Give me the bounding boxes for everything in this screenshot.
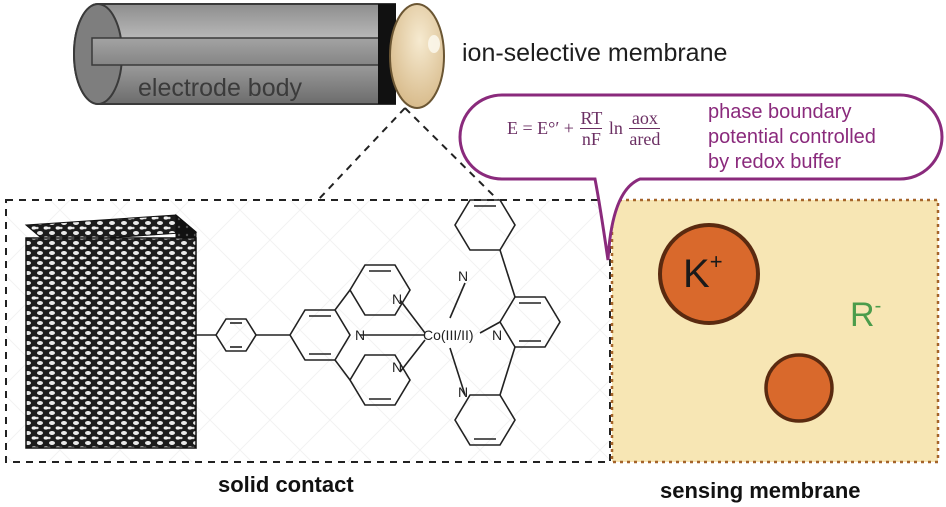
ratio-numerator: aox [629, 108, 661, 129]
electrode-rim [378, 4, 396, 104]
solid-contact-label: solid contact [218, 472, 354, 497]
phenyl-linker [196, 318, 290, 352]
sensing-membrane-box [610, 198, 940, 464]
nernst-equation: E = E°′ + RT nF ln aox ared [507, 108, 662, 149]
equation-prefactor: RT nF [580, 108, 603, 149]
ion-selective-membrane-label: ion-selective membrane [462, 39, 728, 67]
equation-ratio: aox ared [629, 108, 661, 149]
atom-label-n5: N [492, 327, 503, 343]
potassium-ion-circle [658, 223, 760, 325]
metal-center-label: Co(III/II) [423, 327, 474, 343]
potassium-ion-label: K+ [683, 248, 723, 297]
atom-label-n6: N [458, 384, 469, 400]
callout-line-3: by redox buffer [708, 151, 842, 173]
porous-solid-contact-block [24, 213, 198, 449]
inner-rod [91, 37, 393, 66]
atom-label-n3: N [392, 359, 403, 375]
sensing-membrane-label: sensing membrane [660, 478, 861, 503]
ratio-denominator: ared [629, 129, 661, 149]
callout-line-1: phase boundary [708, 101, 852, 123]
terpyridine-ligand-left [289, 264, 426, 406]
callout-bubble [458, 93, 944, 261]
terpyridine-ligand-right [449, 199, 561, 446]
electrode-body-label: electrode body [138, 74, 303, 102]
prefactor-numerator: RT [580, 108, 603, 129]
callout-text: phase boundary potential controlled by r… [708, 100, 876, 175]
zoom-line-left [317, 107, 406, 201]
anion-symbol: R [850, 296, 875, 334]
electrode-body [73, 3, 396, 105]
callout-line-2: potential controlled [708, 126, 876, 148]
cap-highlight [428, 35, 440, 53]
cation-symbol: K [683, 252, 710, 296]
cation-charge: + [709, 248, 723, 274]
equation-ln: ln [608, 118, 623, 138]
small-ion-circle [764, 353, 834, 423]
anion-charge: - [874, 294, 882, 317]
zoom-line-right [404, 107, 499, 201]
anion-label: R- [850, 294, 882, 335]
atom-label-n1: N [392, 291, 403, 307]
equation-lhs: E = E°′ + [507, 118, 574, 138]
atom-label-n4: N [458, 268, 469, 284]
prefactor-denominator: nF [581, 129, 601, 149]
membrane-cap [389, 3, 445, 109]
atom-label-n2: N [355, 327, 366, 343]
